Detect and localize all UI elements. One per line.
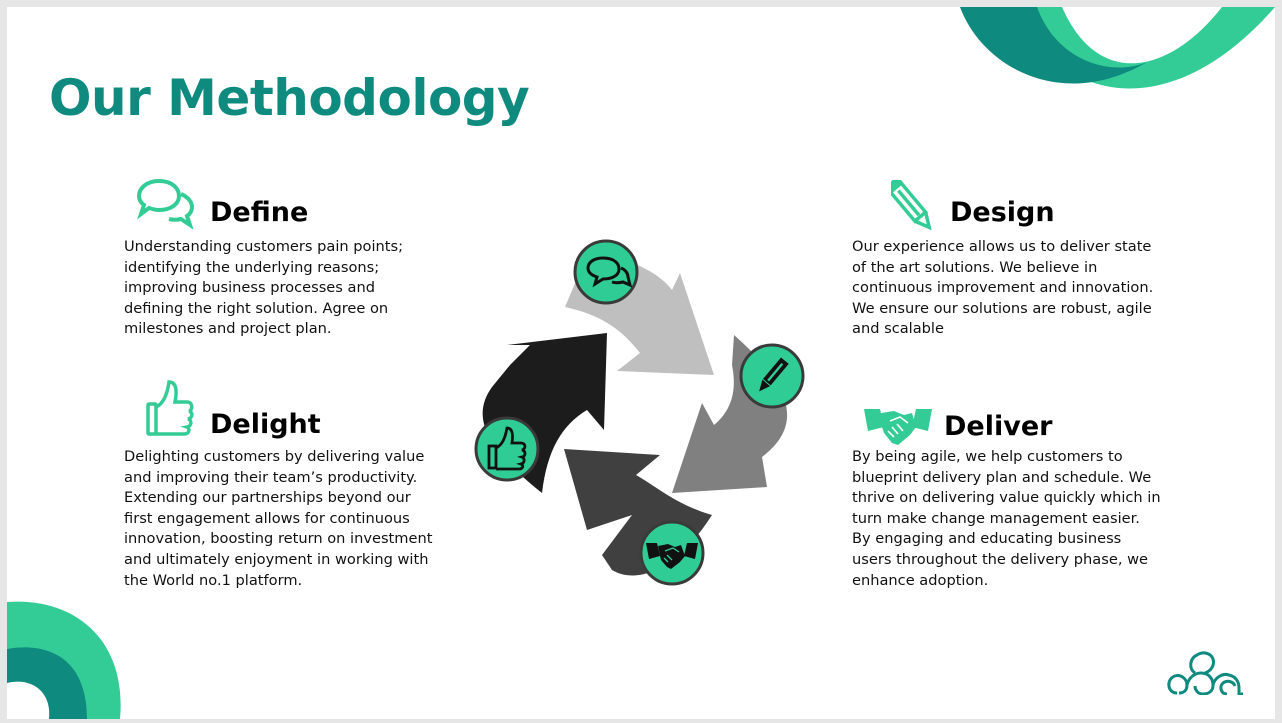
deliver-text: By being agile, we help customers to blu… [852,448,1161,589]
decorative-swoosh-top-right [960,7,1275,89]
thumbs-up-icon [146,380,194,436]
define-heading: Define [210,197,309,228]
cycle-badge-define [573,239,639,305]
slide: Our Methodology Define Understanding cus… [7,7,1275,719]
define-text: Understanding customers pain points; ide… [124,238,404,338]
delight-heading: Delight [210,409,321,440]
decorative-swoosh-bottom-left [7,601,121,719]
design-heading: Design [950,197,1055,228]
page-title: Our Methodology [49,69,530,127]
cycle-badge-design [739,343,805,409]
design-text: Our experience allows us to deliver stat… [852,238,1154,338]
pencil-icon [891,180,932,230]
cycle-badge-delight [474,416,540,482]
handshake-icon [864,409,932,445]
methodology-cycle-diagram [474,239,805,586]
company-logo [1167,651,1243,695]
cycle-badge-deliver [639,520,705,586]
deliver-heading: Deliver [944,411,1053,442]
speech-bubbles-icon [137,178,195,229]
delight-text: Delighting customers by delivering value… [124,448,433,589]
